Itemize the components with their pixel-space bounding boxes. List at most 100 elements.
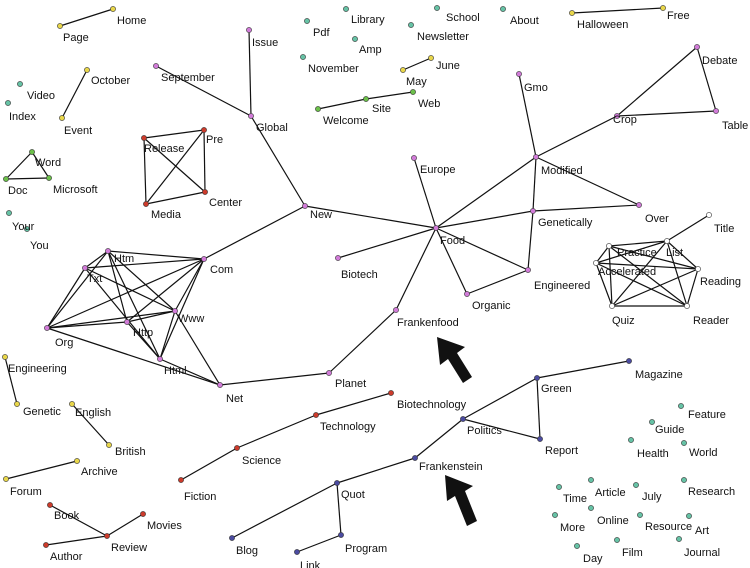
edge-politics-frankenstein xyxy=(414,418,464,459)
node-research xyxy=(681,477,687,483)
edge-issue-global xyxy=(248,29,252,117)
edge-movies-review xyxy=(106,513,144,537)
node-label-pdf: Pdf xyxy=(313,27,330,39)
edge-halloween-free xyxy=(571,7,664,14)
edge-practice-list xyxy=(608,240,668,247)
node-gmo xyxy=(516,71,522,77)
edge-modified-over xyxy=(535,156,640,206)
node-label-net: Net xyxy=(226,393,243,405)
node-pdf xyxy=(304,18,310,24)
node-may xyxy=(400,67,406,73)
node-label-org: Org xyxy=(55,337,73,349)
edge-htm-http xyxy=(107,250,128,323)
node-crop xyxy=(614,113,620,119)
edge-txt-html xyxy=(84,267,161,360)
node-label-over: Over xyxy=(645,213,669,225)
node-label-quiz: Quiz xyxy=(612,315,635,327)
node-english xyxy=(69,401,75,407)
node-label-center: Center xyxy=(209,197,242,209)
edge-practice-accelerated xyxy=(595,245,610,264)
edge-europe-food xyxy=(413,157,437,229)
node-july xyxy=(633,482,639,488)
edge-crop-modified xyxy=(535,115,618,158)
node-label-planet: Planet xyxy=(335,378,366,390)
edge-science-fiction xyxy=(180,447,238,481)
node-label-school: School xyxy=(446,12,480,24)
node-label-archive: Archive xyxy=(81,466,118,478)
node-org xyxy=(44,325,50,331)
node-label-pre: Pre xyxy=(206,134,223,146)
node-label-guide: Guide xyxy=(655,424,684,436)
node-book xyxy=(47,502,53,508)
node-global xyxy=(248,113,254,119)
node-report xyxy=(537,436,543,442)
node-newsletter xyxy=(408,22,414,28)
node-modified xyxy=(533,154,539,160)
node-biotechnology xyxy=(388,390,394,396)
node-british xyxy=(106,442,112,448)
node-www xyxy=(172,308,178,314)
edge-food-frankenfood xyxy=(395,227,437,311)
edge-com-html xyxy=(159,258,205,360)
node-november xyxy=(300,54,306,60)
edge-food-organic xyxy=(435,227,468,295)
node-txt xyxy=(82,265,88,271)
node-label-july: July xyxy=(642,491,662,503)
node-label-europe: Europe xyxy=(420,164,455,176)
node-label-gmo: Gmo xyxy=(524,82,548,94)
edge-october-event xyxy=(61,69,88,119)
edge-pre-center xyxy=(203,129,206,193)
edge-list-reader xyxy=(666,240,688,307)
edge-frankenfood-planet xyxy=(328,309,397,374)
edge-quot-blog xyxy=(231,482,338,539)
edge-doc-microsoft xyxy=(5,177,50,180)
node-label-amp: Amp xyxy=(359,44,382,56)
node-label-txt: Txt xyxy=(87,273,102,285)
node-article xyxy=(588,477,594,483)
node-label-frankenfood: Frankenfood xyxy=(397,317,459,329)
node-label-organic: Organic xyxy=(472,300,511,312)
node-frankenstein xyxy=(412,455,418,461)
node-label-october: October xyxy=(91,75,130,87)
edge-biotechnology-technology xyxy=(315,392,392,416)
edge-www-http xyxy=(126,310,176,323)
node-engineering xyxy=(2,354,8,360)
node-label-web: Web xyxy=(418,98,440,110)
node-label-fiction: Fiction xyxy=(184,491,216,503)
node-practice xyxy=(606,243,612,249)
node-label-engineering: Engineering xyxy=(8,363,67,375)
node-forum xyxy=(3,476,9,482)
edge-www-net xyxy=(174,310,221,386)
node-label-biotechnology: Biotechnology xyxy=(397,399,467,411)
edge-genetically-over xyxy=(532,204,640,212)
edge-list-reading xyxy=(666,240,699,270)
node-label-accelerated: Accelerated xyxy=(598,266,656,278)
node-world xyxy=(681,440,687,446)
edge-release-center xyxy=(143,137,206,193)
node-label-research: Research xyxy=(688,486,735,498)
node-label-september: September xyxy=(161,72,215,84)
node-label-film: Film xyxy=(622,547,643,559)
node-free xyxy=(660,5,666,11)
edge-accelerated-quiz xyxy=(595,262,613,307)
edge-english-british xyxy=(71,403,110,446)
edge-site-web xyxy=(365,91,414,100)
node-review xyxy=(104,533,110,539)
node-doc xyxy=(3,176,9,182)
edge-september-global xyxy=(155,65,252,117)
edge-green-politics xyxy=(462,377,538,420)
edge-htm-html xyxy=(107,250,161,360)
node-label-blog: Blog xyxy=(236,545,258,557)
node-label-biotech: Biotech xyxy=(341,269,378,281)
node-label-you: You xyxy=(30,240,49,252)
node-microsoft xyxy=(46,175,52,181)
node-release xyxy=(141,135,147,141)
node-debate xyxy=(694,44,700,50)
node-europe xyxy=(411,155,417,161)
edge-net-planet xyxy=(219,372,330,386)
node-label-reader: Reader xyxy=(693,315,729,327)
edge-debate-crop xyxy=(616,46,698,117)
node-label-www: Www xyxy=(178,313,204,325)
edge-com-new xyxy=(203,205,306,260)
edge-txt-org xyxy=(46,267,86,329)
